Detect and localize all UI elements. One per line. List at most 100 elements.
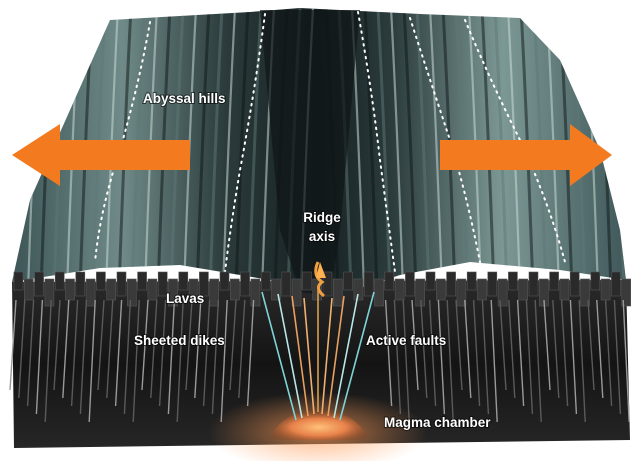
seafloor-streak <box>454 8 470 291</box>
dike-line <box>552 299 560 399</box>
lava-block <box>240 271 250 297</box>
seafloor-streak <box>519 8 535 291</box>
lava-block <box>209 278 219 307</box>
lava-block <box>600 278 611 301</box>
label-sheeted-dikes: Sheeted dikes <box>134 333 225 348</box>
dike-line <box>9 299 17 391</box>
lava-block <box>322 271 333 297</box>
dike-line <box>132 299 140 423</box>
dike-line <box>141 299 149 391</box>
lava-block <box>528 271 539 297</box>
lava-block <box>394 278 405 301</box>
lava-block <box>106 278 116 301</box>
seafloor-streak <box>363 8 379 291</box>
ridge-vent <box>314 261 326 298</box>
label-lavas: Lavas <box>166 291 204 306</box>
seafloor-streak <box>441 8 457 291</box>
dike-line <box>202 299 211 407</box>
dike-line <box>194 299 202 399</box>
dike-line <box>176 299 184 423</box>
dike-line <box>185 299 193 391</box>
dike-line <box>53 299 61 391</box>
lava-block <box>116 271 127 297</box>
seafloor-streak <box>506 8 522 291</box>
lava-block <box>446 271 456 297</box>
dike-line <box>79 299 88 415</box>
dike-line <box>437 299 446 415</box>
dike-line <box>158 299 167 407</box>
lava-block <box>343 271 353 291</box>
seafloor-streak <box>208 8 224 291</box>
lava-block <box>590 271 601 291</box>
dike-line <box>26 299 35 407</box>
seafloor-streak <box>221 8 237 291</box>
lava-block <box>487 271 498 297</box>
dike-line <box>229 299 237 391</box>
seafloor-streak <box>415 8 431 291</box>
dike-line <box>569 299 578 415</box>
seafloor-streak <box>402 8 418 291</box>
lava-block <box>425 271 436 291</box>
dike-line <box>613 299 622 415</box>
lava-block <box>44 278 55 307</box>
seafloor-streak <box>467 8 483 291</box>
dike-line <box>246 299 255 407</box>
dike-line <box>150 299 158 399</box>
dike-line <box>455 299 463 391</box>
seafloor-streak <box>493 8 509 291</box>
dike-line <box>167 299 176 415</box>
lava-block <box>250 278 261 307</box>
lava-block <box>497 278 508 307</box>
dike-line <box>220 299 228 423</box>
dike-line <box>44 299 52 423</box>
lava-block <box>549 271 559 291</box>
seafloor-streak <box>169 8 185 291</box>
dike-line <box>516 299 525 407</box>
magma-chamber <box>268 408 370 440</box>
seafloor-streak <box>156 8 172 291</box>
lava-block <box>518 278 529 301</box>
lava-block <box>332 278 343 307</box>
dike-line <box>238 299 246 399</box>
seafloor-streak <box>182 8 198 291</box>
seafloor-streak <box>376 8 392 291</box>
active-faults-lines <box>261 290 375 421</box>
sheeted-dikes <box>9 299 630 423</box>
lava-block <box>178 271 189 291</box>
lava-block <box>415 278 426 307</box>
lava-block <box>65 278 75 301</box>
dike-line <box>62 299 70 399</box>
dike-line <box>428 299 437 407</box>
dike-line <box>106 299 114 399</box>
lava-block <box>219 271 230 291</box>
lava-block <box>85 278 96 307</box>
lava-block <box>508 271 518 291</box>
dike-line <box>508 299 516 399</box>
seafloor-streak <box>234 8 250 291</box>
seafloor-streak <box>247 8 263 291</box>
lava-block <box>157 271 168 297</box>
dike-line <box>481 299 490 415</box>
dike-line <box>604 299 613 407</box>
dike-line <box>472 299 481 407</box>
dike-line <box>123 299 132 415</box>
dike-line <box>420 299 428 399</box>
lava-block <box>363 271 374 297</box>
lava-block <box>168 278 178 307</box>
dike-line <box>499 299 507 391</box>
lava-block <box>260 271 271 291</box>
dike-line <box>70 299 79 407</box>
label-active-faults: Active faults <box>366 333 446 348</box>
rift-valley <box>260 10 360 296</box>
dike-line <box>393 299 402 415</box>
dike-line <box>464 299 472 399</box>
seafloor-streak <box>428 8 444 291</box>
seafloor-streak <box>117 8 133 291</box>
dike-line <box>534 299 542 423</box>
lava-block <box>23 278 34 301</box>
lava-block <box>96 271 106 291</box>
lava-block <box>302 271 312 291</box>
lava-block <box>271 278 281 301</box>
